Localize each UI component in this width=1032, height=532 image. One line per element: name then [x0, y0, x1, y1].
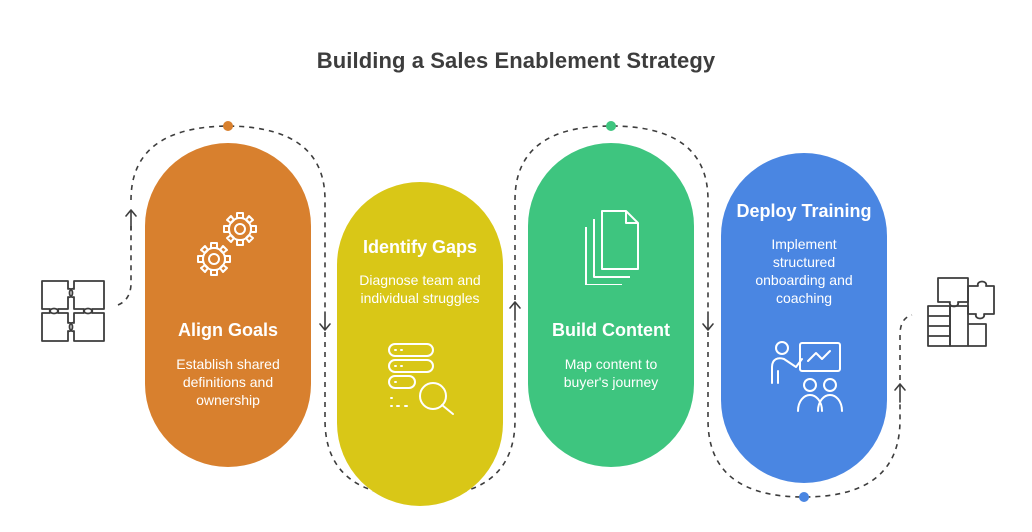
puzzle-book-icon	[927, 277, 995, 347]
arrow-down-icon	[702, 311, 714, 331]
build-content-dot	[606, 121, 616, 131]
step-title: Align Goals	[177, 320, 278, 340]
step-description: Establish shared definitions and ownersh…	[176, 356, 280, 408]
arrow-up-icon	[509, 301, 521, 321]
database-search-icon	[388, 343, 454, 415]
diagram-title: Building a Sales Enablement Strategy	[316, 48, 716, 73]
step-title: Identify Gaps	[362, 237, 478, 257]
presentation-training-icon	[771, 341, 843, 412]
arrow-up-icon	[894, 383, 906, 403]
step-identify-gaps: Identify Gaps Diagnose team and individu…	[337, 182, 503, 506]
arrow-up-icon	[125, 209, 137, 231]
step-title: Deploy Training	[736, 201, 872, 221]
puzzle-icon	[41, 280, 105, 342]
gears-icon	[197, 212, 257, 276]
step-deploy-training: Deploy Training Implement structured onb…	[721, 153, 887, 483]
step-align-goals: Align Goals Establish shared definitions…	[145, 143, 311, 467]
step-build-content: Build Content Map content to buyer's jou…	[528, 143, 694, 467]
deploy-training-dot	[799, 492, 809, 502]
arrow-down-icon	[319, 311, 331, 331]
step-description: Implement structured onboarding and coac…	[755, 236, 853, 306]
align-goals-dot	[223, 121, 233, 131]
documents-icon	[585, 210, 639, 285]
step-description: Diagnose team and individual struggles	[359, 272, 481, 306]
step-title: Build Content	[552, 320, 670, 340]
step-description: Map content to buyer's journey	[563, 356, 659, 390]
